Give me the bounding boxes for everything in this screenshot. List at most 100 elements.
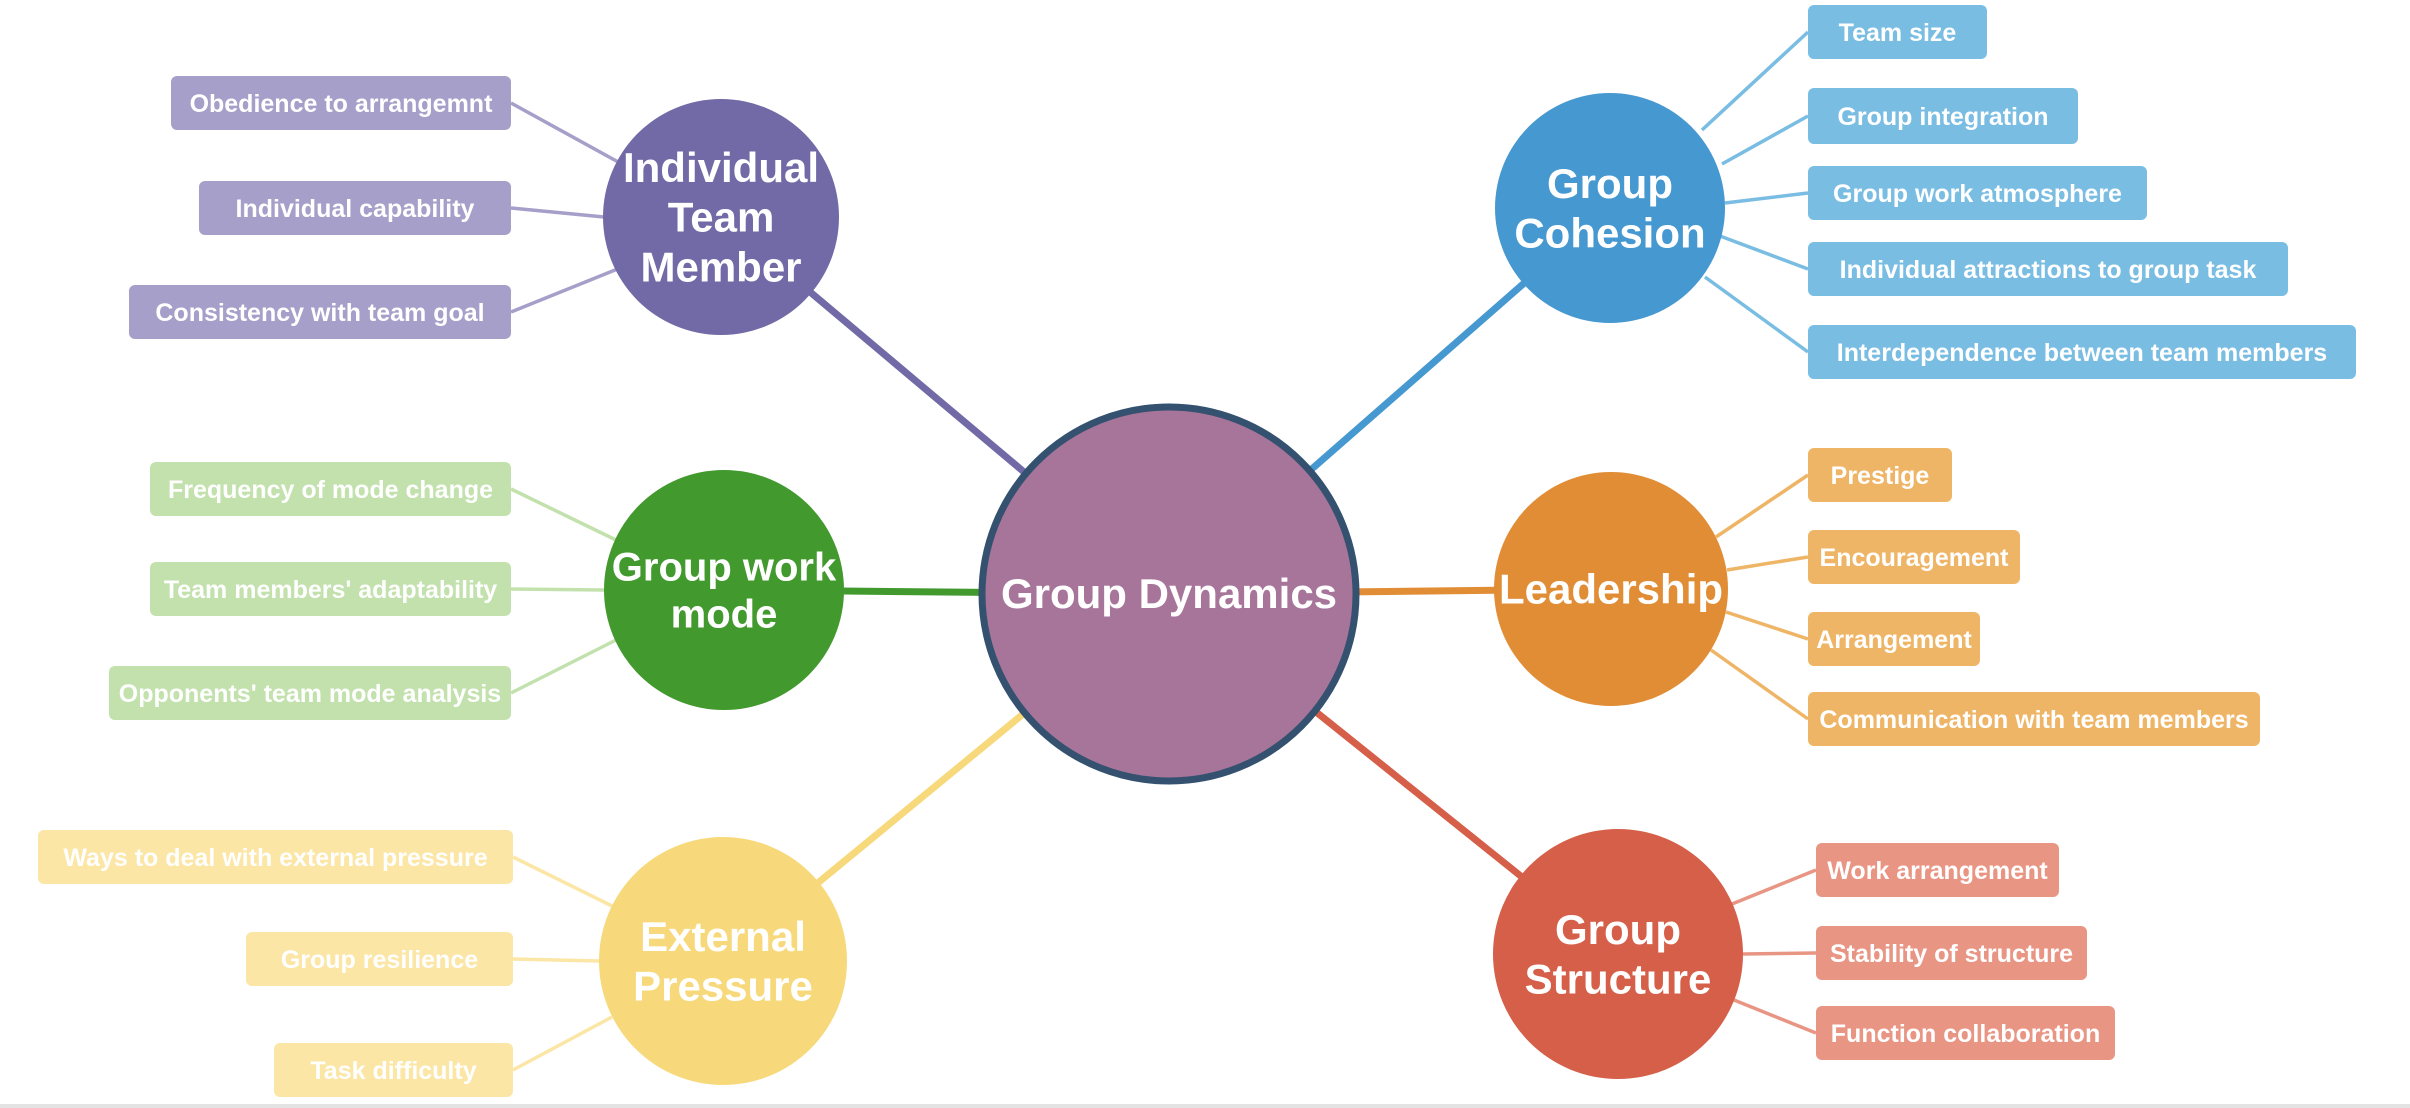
leaf-node[interactable]: Ways to deal with external pressure (38, 830, 513, 884)
leaf-node-label: Frequency of mode change (168, 476, 493, 504)
leaf-node-box (1808, 530, 2020, 584)
leaf-node-label: Team members' adaptability (164, 576, 497, 604)
connector-group-structure-leaf-2 (1733, 998, 1817, 1035)
connector-individual-team-member-leaf-2 (510, 266, 621, 314)
connector-root-to-leadership (1353, 586, 1497, 596)
connector-root-to-group-work-mode (841, 587, 985, 596)
connector-external-pressure-leaf-1 (512, 957, 600, 963)
leaf-node-label: Task difficulty (310, 1057, 476, 1085)
leaf-node-label: Group resilience (281, 946, 478, 974)
leaf-node-box (1808, 5, 1987, 59)
connector-leadership-leaf-3 (1709, 648, 1810, 721)
leaf-node-label: Stability of structure (1830, 940, 2073, 968)
connector-group-work-mode-leaf-1 (510, 587, 605, 592)
branch-node-label: Individual (623, 144, 819, 191)
branch-node-label: mode (671, 593, 778, 637)
leaf-node-box (171, 76, 511, 130)
branch-node-label: External (640, 913, 806, 960)
leaf-node[interactable]: Team members' adaptability (150, 562, 511, 616)
leaf-node-box (246, 932, 513, 986)
leaf-node-label: Individual attractions to group task (1840, 256, 2257, 284)
leaf-node[interactable]: Function collaboration (1816, 1006, 2115, 1060)
leaf-node[interactable]: Opponents' team mode analysis (109, 666, 511, 720)
branch-node-label: Member (640, 243, 801, 290)
leaf-node[interactable]: Work arrangement (1816, 843, 2059, 897)
connector-root-to-group-cohesion (1305, 279, 1528, 475)
leaf-node-label: Encouragement (1820, 544, 2010, 572)
leaf-node-box (109, 666, 511, 720)
leaf-node-box (1808, 325, 2356, 379)
leaf-node-label: Team size (1839, 19, 1957, 47)
branch-node-circle (1494, 472, 1728, 706)
leaf-node-label: Consistency with team goal (155, 299, 484, 327)
connector-group-work-mode-leaf-0 (510, 487, 617, 542)
leaf-node[interactable]: Individual attractions to group task (1808, 242, 2288, 296)
connector-root-to-individual-team-member (807, 289, 1030, 478)
leaf-node-box (199, 181, 511, 235)
connector-individual-team-member-leaf-0 (510, 101, 621, 165)
leaf-node[interactable]: Prestige (1808, 448, 1952, 502)
leaf-node-label: Prestige (1831, 462, 1930, 490)
leaf-node-label: Communication with team members (1819, 706, 2248, 734)
leaf-node-box (1808, 88, 2078, 144)
leaf-node[interactable]: Obedience to arrangemnt (171, 76, 511, 130)
leaf-node[interactable]: Encouragement (1808, 530, 2020, 584)
leaf-node[interactable]: Communication with team members (1808, 692, 2260, 746)
leaf-node[interactable]: Interdependence between team members (1808, 325, 2356, 379)
leaf-node[interactable]: Group work atmosphere (1808, 166, 2147, 220)
branch-node-label: Team (668, 194, 775, 241)
leaf-node[interactable]: Stability of structure (1816, 926, 2087, 980)
leaf-node[interactable]: Task difficulty (274, 1043, 513, 1097)
branch-node-leadership[interactable]: Leadership (1494, 472, 1728, 706)
leaf-node-box (1816, 1006, 2115, 1060)
branch-node-circle (599, 837, 847, 1085)
leaf-node-label: Function collaboration (1831, 1020, 2100, 1048)
branch-node-label: Group (1555, 906, 1681, 953)
leaf-node-box (1808, 242, 2288, 296)
leaf-node-label: Arrangement (1816, 626, 1972, 654)
branch-node-label: Leadership (1499, 566, 1723, 613)
leaf-node-label: Ways to deal with external pressure (63, 844, 487, 872)
leaf-node-box (1816, 926, 2087, 980)
leaf-node[interactable]: Frequency of mode change (150, 462, 511, 516)
leaf-node-box (1808, 692, 2260, 746)
root-node[interactable]: Group Dynamics (978, 403, 1360, 785)
leaf-node[interactable]: Team size (1808, 5, 1987, 59)
branch-node-circle (603, 99, 839, 335)
leaf-node-box (129, 285, 511, 339)
connector-group-structure-leaf-0 (1731, 868, 1817, 906)
leaf-node-label: Group integration (1837, 103, 2048, 131)
leaf-node[interactable]: Group integration (1808, 88, 2078, 144)
connector-leadership-leaf-0 (1715, 473, 1809, 539)
connector-group-cohesion-leaf-2 (1724, 191, 1809, 205)
branch-node-circle (1493, 829, 1743, 1079)
branch-node-label: Structure (1525, 955, 1712, 1002)
leaf-node[interactable]: Arrangement (1808, 612, 1980, 666)
connectors-layer (510, 30, 1817, 1072)
leaf-node-box (274, 1043, 513, 1097)
connector-root-to-external-pressure (814, 708, 1029, 887)
branch-node-label: Pressure (633, 962, 813, 1009)
leaf-node-label: Work arrangement (1827, 857, 2048, 885)
connector-individual-team-member-leaf-1 (510, 206, 605, 219)
leaf-node[interactable]: Consistency with team goal (129, 285, 511, 339)
connector-group-cohesion-leaf-3 (1719, 234, 1809, 271)
branch-node-label: Group (1547, 160, 1673, 207)
connector-external-pressure-leaf-2 (512, 1015, 613, 1072)
leaf-node-label: Group work atmosphere (1833, 180, 2122, 208)
root-node-circle (978, 403, 1360, 785)
leaf-node[interactable]: Individual capability (199, 181, 511, 235)
connector-leadership-leaf-1 (1726, 555, 1809, 572)
leaf-node[interactable]: Group resilience (246, 932, 513, 986)
leaf-node-box (150, 562, 511, 616)
leaf-node-box (150, 462, 511, 516)
connector-root-to-group-structure (1311, 706, 1525, 880)
connector-external-pressure-leaf-0 (512, 855, 613, 908)
